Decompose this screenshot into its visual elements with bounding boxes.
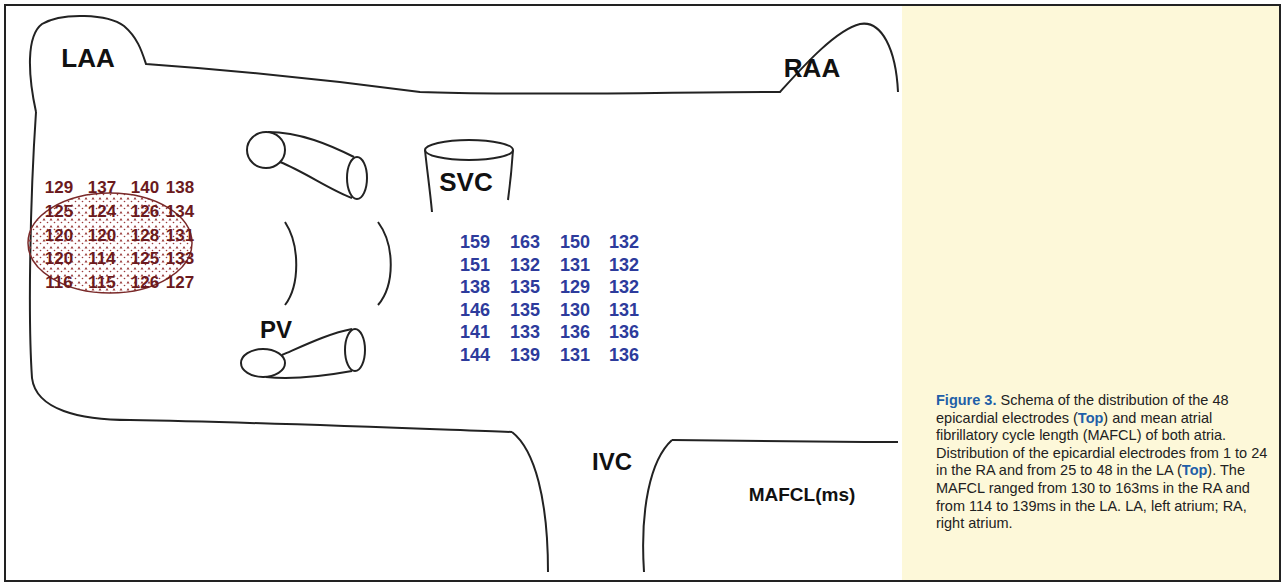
- cycle-length-value: 125: [131, 250, 159, 267]
- cycle-length-value: 129: [560, 278, 590, 296]
- cycle-length-value: 125: [45, 202, 73, 219]
- unit-label: MAFCL(ms): [749, 485, 856, 504]
- cycle-length-value: 132: [510, 256, 540, 274]
- cycle-length-value: 159: [460, 233, 490, 251]
- pulmonary-vein: [347, 157, 367, 199]
- atria-outline: [30, 16, 898, 112]
- svc-opening: [425, 140, 513, 160]
- cycle-length-value: 132: [609, 256, 639, 274]
- cycle-length-value: 132: [609, 278, 639, 296]
- svc-vessel: [508, 150, 513, 200]
- cycle-length-value: 151: [460, 256, 490, 274]
- cycle-length-value: 131: [609, 301, 639, 319]
- figure-caption: Figure 3. Schema of the distribution of …: [936, 392, 1272, 533]
- cycle-length-value: 136: [609, 323, 639, 341]
- vessel-label: IVC: [592, 450, 632, 474]
- cycle-length-value: 124: [88, 202, 116, 219]
- vessel-label: SVC: [439, 169, 492, 195]
- cycle-length-value: 140: [131, 179, 159, 196]
- cycle-length-value: 126: [131, 274, 159, 291]
- cycle-length-value: 146: [460, 301, 490, 319]
- ivc-vessel: [643, 440, 672, 572]
- cycle-length-value: 131: [560, 256, 590, 274]
- cycle-length-value: 120: [88, 226, 116, 243]
- pulmonary-vein: [241, 349, 285, 377]
- cycle-length-value: 132: [609, 233, 639, 251]
- cycle-length-value: 120: [45, 226, 73, 243]
- vessel-label: PV: [260, 318, 292, 342]
- ivc-vessel: [512, 432, 548, 572]
- atria-outline: [672, 440, 898, 442]
- cycle-length-value: 131: [560, 346, 590, 364]
- panel-reference: Top: [1182, 462, 1208, 478]
- cycle-length-value: 133: [510, 323, 540, 341]
- pulmonary-vein: [345, 329, 365, 371]
- cycle-length-value: 150: [560, 233, 590, 251]
- cycle-length-value: 134: [166, 202, 194, 219]
- atrial-wall-curve: [378, 222, 391, 305]
- cycle-length-value: 135: [510, 278, 540, 296]
- cycle-length-value: 141: [460, 323, 490, 341]
- vein-line: [280, 162, 352, 198]
- cycle-length-value: 136: [609, 346, 639, 364]
- cycle-length-value: 137: [88, 179, 116, 196]
- svc-vessel: [425, 150, 432, 212]
- cycle-length-value: 131: [166, 226, 194, 243]
- vein-line: [266, 371, 352, 378]
- vein-line: [268, 132, 354, 157]
- chamber-label: LAA: [61, 45, 114, 71]
- atrial-wall-curve: [285, 222, 296, 305]
- cycle-length-value: 120: [45, 250, 73, 267]
- panel-reference: Top: [1078, 410, 1104, 426]
- cycle-length-value: 144: [460, 346, 490, 364]
- cycle-length-value: 163: [510, 233, 540, 251]
- cycle-length-value: 138: [166, 179, 194, 196]
- cycle-length-value: 136: [560, 323, 590, 341]
- vein-line: [282, 329, 352, 355]
- cycle-length-value: 127: [166, 274, 194, 291]
- cycle-length-value: 126: [131, 202, 159, 219]
- figure-number: Figure 3.: [936, 392, 996, 408]
- pulmonary-vein: [247, 132, 285, 168]
- cycle-length-value: 139: [510, 346, 540, 364]
- cycle-length-value: 114: [88, 250, 115, 267]
- cycle-length-value: 138: [460, 278, 490, 296]
- cycle-length-value: 130: [560, 301, 590, 319]
- cycle-length-value: 115: [88, 274, 115, 291]
- cycle-length-value: 129: [45, 179, 73, 196]
- cycle-length-value: 135: [510, 301, 540, 319]
- chamber-label: RAA: [784, 55, 840, 81]
- cycle-length-value: 133: [166, 250, 194, 267]
- cycle-length-value: 116: [45, 274, 72, 291]
- cycle-length-value: 128: [131, 226, 159, 243]
